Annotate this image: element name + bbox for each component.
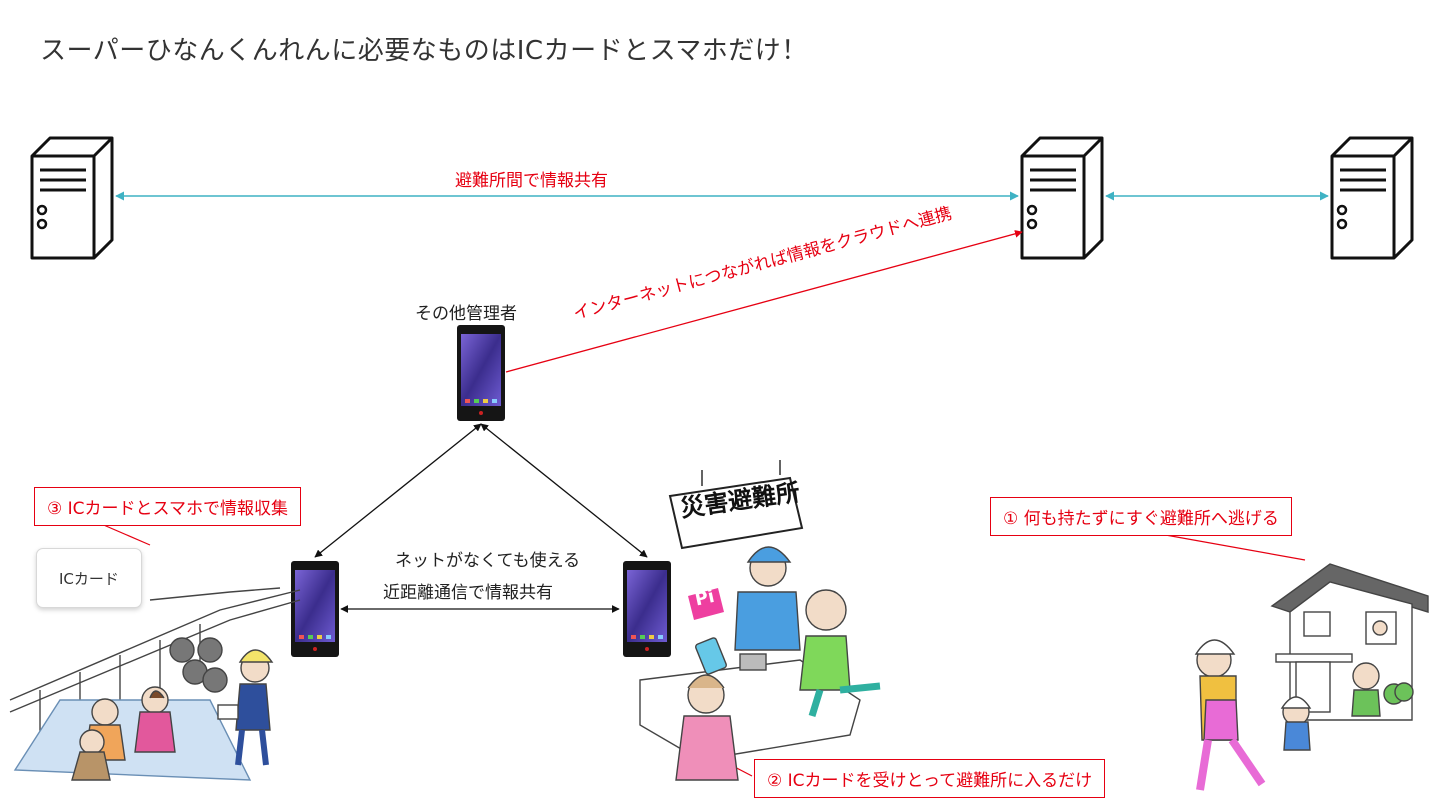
admin-phone-icon <box>457 325 505 421</box>
server-icon-center <box>1020 136 1104 260</box>
cloud-link-arrow <box>505 230 1023 373</box>
server-share-label: 避難所間で情報共有 <box>455 171 608 191</box>
pi-badge-label: Pi <box>693 585 717 611</box>
shelter-reception-illustration <box>639 460 881 781</box>
ic-card-label: ICカード <box>59 570 119 588</box>
left-phone-icon <box>291 561 339 657</box>
callout1-pointer <box>1159 533 1306 561</box>
evacuation-house-illustration <box>1194 563 1429 791</box>
nearfield-label-line2: 近距離通信で情報共有 <box>383 583 553 603</box>
nearfield-arrow-right <box>480 423 648 558</box>
ic-card: ICカード <box>36 548 142 608</box>
pi-badge <box>688 588 724 620</box>
server-icon-right <box>1330 136 1414 260</box>
right-phone-icon <box>623 561 671 657</box>
server-icon-left <box>30 136 114 260</box>
nearfield-arrow-left <box>314 423 482 558</box>
callout-step3: ③ ICカードとスマホで情報収集 <box>34 487 302 526</box>
callout-step2: ② ICカードを受けとって避難所に入るだけ <box>754 759 1106 798</box>
callout-step1: ① 何も持たずにすぐ避難所へ逃げる <box>990 497 1292 536</box>
nearfield-label-line1: ネットがなくても使える <box>395 551 581 571</box>
other-admin-label: その他管理者 <box>415 304 517 324</box>
page-title: スーパーひなんくんれんに必要なものはICカードとスマホだけ！ <box>40 36 808 66</box>
shelter-gym-illustration <box>9 587 301 781</box>
